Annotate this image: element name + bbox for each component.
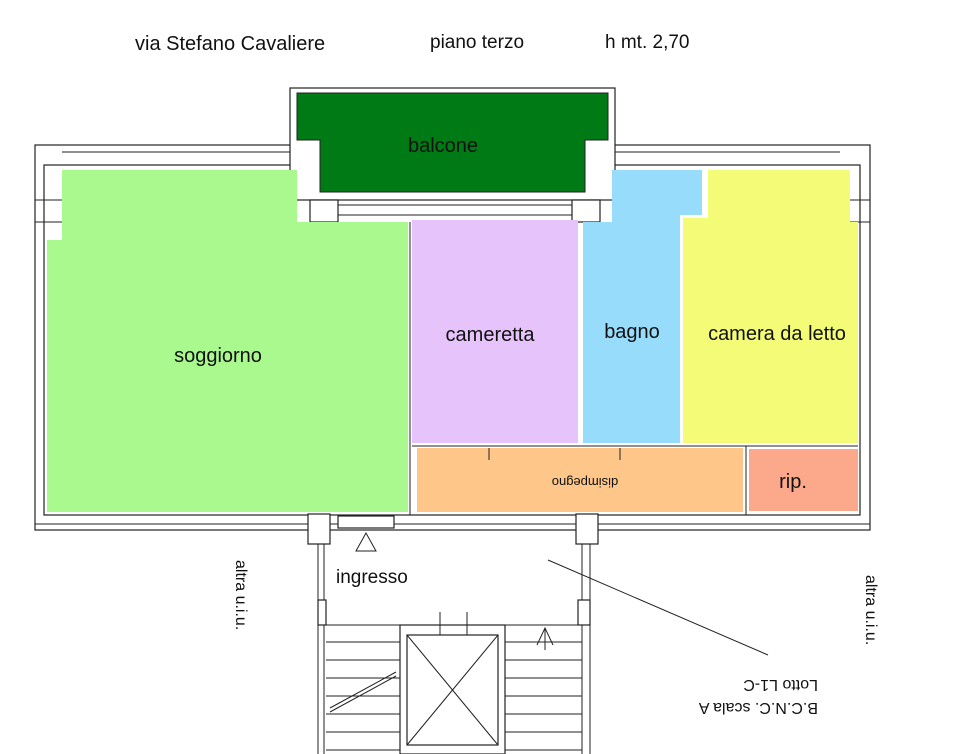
address-title: via Stefano Cavaliere <box>135 33 325 55</box>
entrance-door[interactable] <box>337 515 395 529</box>
label-cameretta: cameretta <box>446 324 536 346</box>
label-other-unit-left: altra u.i.u. <box>232 560 249 630</box>
label-balcone: balcone <box>408 135 478 157</box>
room-balcone <box>296 92 609 193</box>
room-camera-da-letto <box>683 170 858 443</box>
leader-line <box>547 559 769 656</box>
staircase <box>326 624 582 751</box>
label-soggiorno: soggiorno <box>174 345 262 367</box>
room-soggiorno <box>47 170 408 512</box>
label-other-unit-right: altra u.i.u. <box>862 575 879 645</box>
label-bagno: bagno <box>604 321 660 343</box>
room-cameretta <box>412 220 578 443</box>
room-ripostiglio <box>749 449 858 511</box>
room-disimpegno <box>417 448 743 512</box>
entrance-arrow-icon <box>355 531 377 552</box>
label-stair: B.C.N.C. scala A <box>699 699 818 716</box>
ceiling-height-label: h mt. 2,70 <box>605 32 690 53</box>
label-disimpegno: disimpegno <box>552 475 619 490</box>
label-ripostiglio: rip. <box>779 471 807 493</box>
label-ingresso: ingresso <box>336 567 408 588</box>
label-lot: Lotto L1-C <box>743 676 818 693</box>
room-bagno <box>583 170 702 443</box>
floor-label: piano terzo <box>430 32 524 53</box>
elevator-shaft <box>399 612 506 754</box>
label-camera-da-letto: camera da letto <box>708 323 846 345</box>
